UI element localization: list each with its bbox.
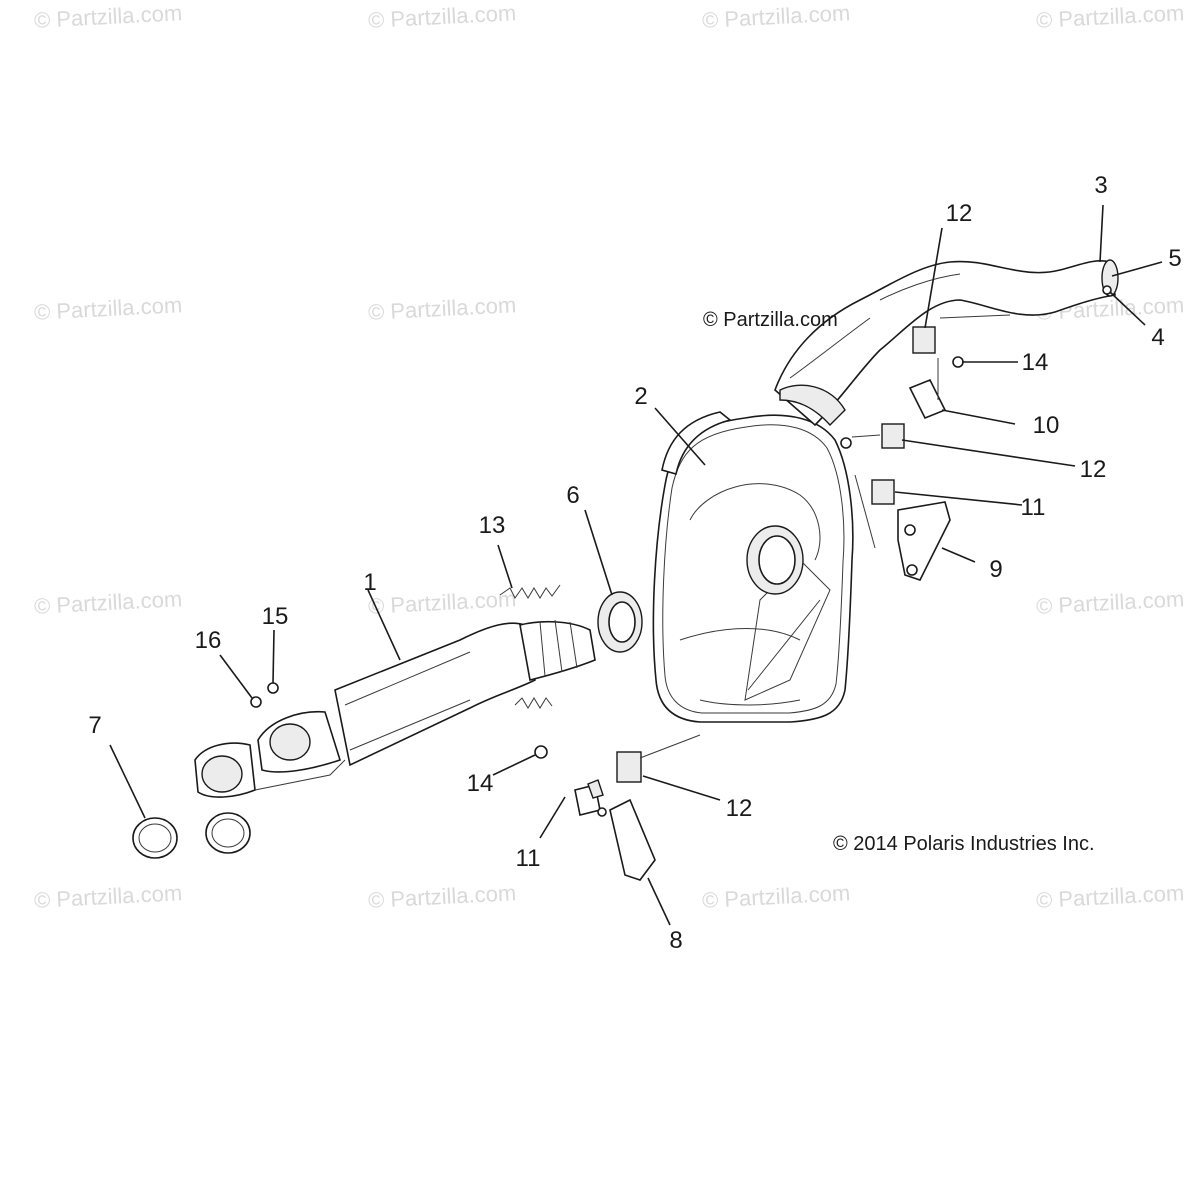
callout-9: 9	[989, 556, 1002, 583]
callout-14: 14	[467, 770, 494, 797]
tail-pipe	[774, 259, 1119, 427]
spring	[499, 584, 561, 709]
brackets	[534, 314, 1011, 881]
gasket	[597, 591, 643, 653]
callout-7: 7	[88, 712, 101, 739]
callout-16: 16	[195, 627, 222, 654]
callout-6: 6	[566, 482, 579, 509]
partzilla-copyright: © Partzilla.com	[703, 309, 838, 331]
exhaust-seals	[132, 812, 251, 859]
callout-2: 2	[634, 383, 647, 410]
polaris-copyright: © 2014 Polaris Industries Inc.	[833, 833, 1095, 855]
callout-4: 4	[1151, 324, 1164, 351]
callout-5: 5	[1168, 245, 1181, 272]
callout-12: 12	[1080, 456, 1107, 483]
head-pipe	[194, 619, 596, 798]
callout-12: 12	[726, 795, 753, 822]
callout-8: 8	[669, 927, 682, 954]
callout-11: 11	[1021, 494, 1046, 521]
callout-3: 3	[1094, 172, 1107, 199]
callout-15: 15	[262, 603, 289, 630]
callout-1: 1	[363, 569, 376, 596]
callout-12: 12	[946, 200, 973, 227]
leader-lines	[109, 204, 1163, 926]
nut-washer	[250, 682, 279, 708]
callout-10: 10	[1033, 412, 1060, 439]
callout-14: 14	[1022, 349, 1049, 376]
callout-13: 13	[479, 512, 506, 539]
callout-11: 11	[516, 845, 541, 872]
muffler-body	[652, 411, 854, 723]
